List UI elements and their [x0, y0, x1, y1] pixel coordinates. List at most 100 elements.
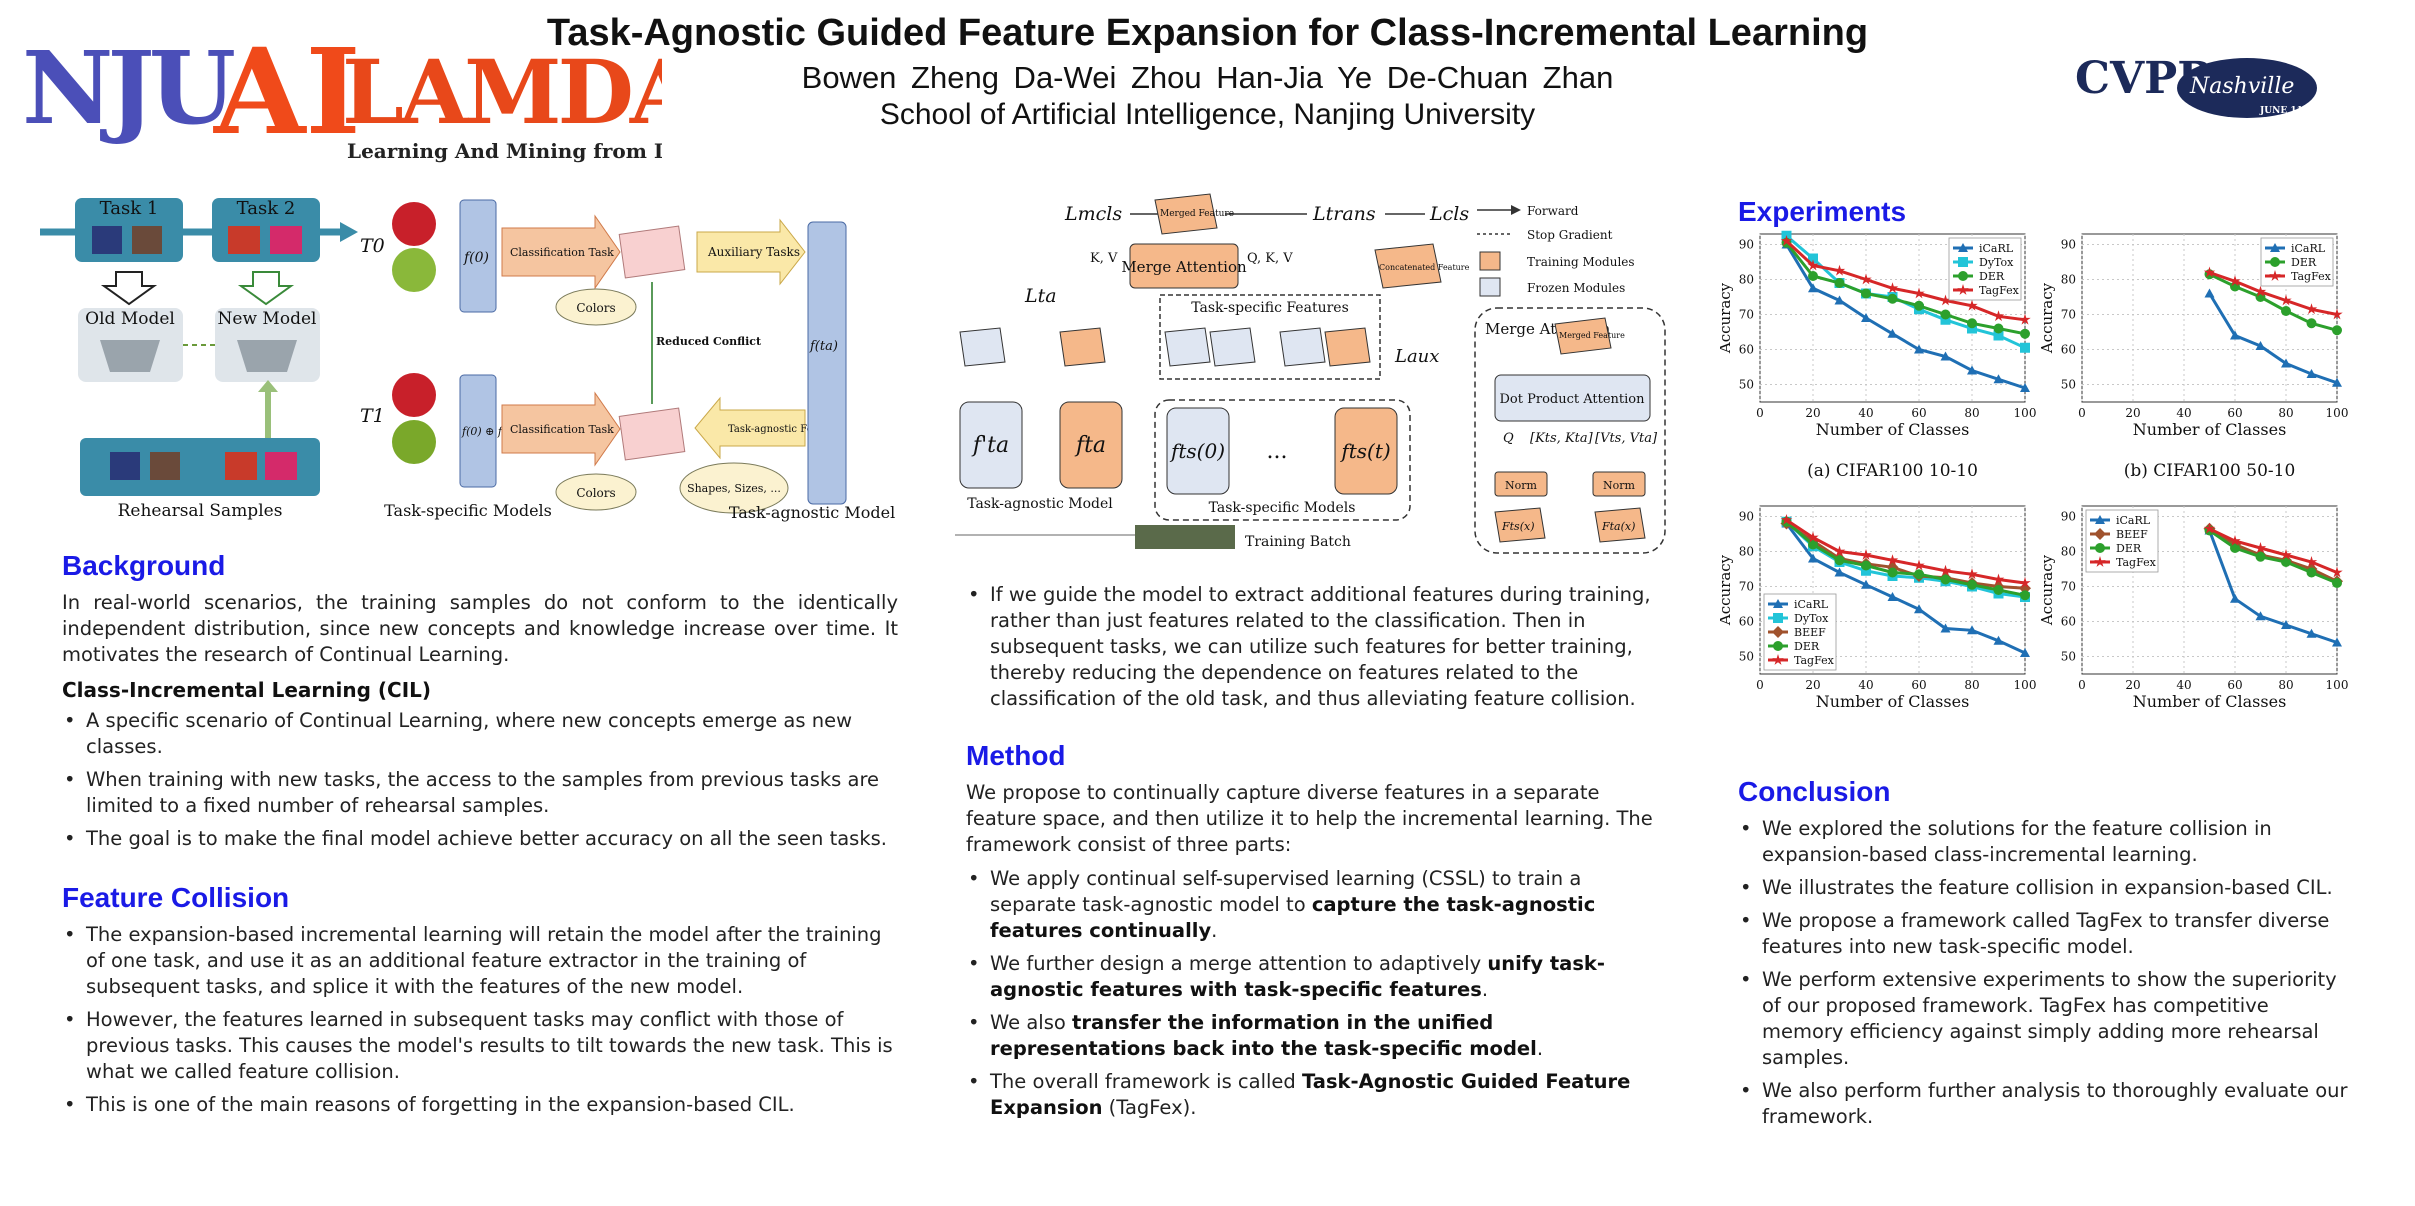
chart-y-axis-label: Accuracy — [2038, 554, 2056, 626]
chart-data-point — [2332, 578, 2342, 588]
chart-legend-marker — [1772, 626, 1784, 638]
chart-y-tick-label: 90 — [2061, 238, 2076, 252]
poster-affiliation: School of Artificial Intelligence, Nanji… — [879, 98, 1536, 131]
chart-y-tick-label: 50 — [1739, 378, 1754, 392]
chart-data-point — [1992, 573, 2005, 585]
chart-x-tick-label: 100 — [2014, 678, 2037, 692]
class-task-bottom: Classification Task — [510, 423, 614, 436]
chart-y-tick-label: 70 — [1739, 308, 1754, 322]
chart-legend-marker — [1958, 243, 1968, 252]
figure-tagfex-framework: Lmcls Ltrans Lcls Merged Feature Merge A… — [955, 193, 1666, 554]
chart-x-axis-label: Number of Classes — [1816, 692, 1970, 711]
chart-data-point — [1780, 514, 1793, 525]
list-item: However, the features learned in subsequ… — [62, 1007, 898, 1085]
merge-attention-box — [1129, 243, 1239, 289]
concat-feature-label: Concatenated Feature — [1379, 263, 1470, 272]
chart-legend-marker — [2095, 543, 2105, 553]
chart-y-axis-label: Accuracy — [1720, 282, 1734, 354]
chart-data-point — [1834, 278, 1845, 288]
chart-data-point — [1993, 585, 2004, 595]
chart-y-tick-label: 60 — [2061, 343, 2076, 357]
chart-title: (a) CIFAR100 10-10 — [1807, 461, 1978, 481]
chart-data-point — [2254, 285, 2267, 297]
chart-data-point — [2280, 549, 2292, 560]
chart-data-point — [2305, 303, 2318, 315]
norm-left-label: Norm — [1505, 479, 1538, 492]
task-specific-models-label: Task-specific Models — [384, 501, 552, 520]
chart-legend-label: TagFex — [1794, 654, 1835, 667]
chart-data-point — [1887, 328, 1898, 338]
chart-title: (b) CIFAR100 50-10 — [2124, 461, 2296, 481]
chart-data-point — [2255, 551, 2266, 562]
chart-data-point — [1834, 295, 1845, 305]
chart-x-tick-label: 100 — [2326, 678, 2349, 692]
f-tst-label: fts(t) — [1339, 439, 1390, 463]
chart-x-tick-label: 60 — [2227, 406, 2242, 420]
feature-collision-heading: Feature Collision — [62, 882, 290, 913]
list-item: When training with new tasks, the access… — [62, 767, 898, 819]
chart-series-line — [1785, 518, 2026, 585]
chart-data-point — [2019, 577, 2031, 588]
chart-data-point — [2020, 328, 2030, 339]
chart-legend-marker — [1773, 613, 1783, 623]
chart-data-point — [2255, 341, 2266, 350]
chart-y-tick-label: 80 — [2061, 273, 2076, 287]
list-item: The expansion-based incremental learning… — [62, 922, 898, 1000]
experiments-heading: Experiments — [1738, 196, 1907, 227]
task-agnostic-model-label: Task-agnostic Model — [729, 503, 895, 522]
chart-x-tick-label: 20 — [1805, 406, 1820, 420]
chart-data-point — [2203, 522, 2216, 534]
f-ta-box — [807, 221, 847, 505]
chart-legend-label: DER — [2116, 542, 2142, 555]
task-agnostic-features: Task-agnostic Features — [728, 424, 845, 435]
chart-y-tick-label: 90 — [1739, 510, 1754, 524]
chart-legend-label: DyTox — [1979, 256, 2014, 269]
chart-data-point — [1860, 549, 1872, 560]
chart-data-point — [1993, 635, 2004, 645]
chart-data-point — [1940, 351, 1951, 361]
chart-data-point — [1940, 314, 1951, 325]
chart-y-tick-label: 70 — [2061, 308, 2076, 322]
chart-x-tick-label: 0 — [1756, 678, 1764, 692]
cvpr-logo: CVPR Nashville JUNE 11-15, 2025 — [2075, 53, 2335, 118]
chart-legend-marker — [1773, 641, 1783, 651]
poster-authors: Bowen Zheng Da-Wei Zhou Han-Jia Ye De-Ch… — [801, 60, 1614, 95]
k-pair-label: [Kts, Kta] — [1530, 431, 1594, 446]
chart-data-point — [1913, 287, 1925, 299]
chart-data-point — [1913, 559, 1925, 571]
task2-label: Task 2 — [237, 198, 296, 219]
chart-legend-marker — [2094, 556, 2106, 567]
chart-legend-marker — [1957, 284, 1969, 295]
task1-label: Task 1 — [100, 198, 159, 219]
list-item: We explored the solutions for the featur… — [1738, 816, 2348, 868]
chart-data-point — [2332, 637, 2342, 647]
chart-data-point — [1808, 283, 1818, 293]
colors-top: Colors — [576, 301, 615, 315]
list-item: We propose a framework called TagFex to … — [1738, 908, 2348, 960]
chart-series-line — [1785, 522, 2026, 655]
merge-detail-box — [1474, 307, 1666, 554]
qkv-label: Q, K, V — [1247, 251, 1293, 266]
conclusion-column: Conclusion We explored the solutions for… — [1738, 776, 2348, 1137]
logo-ai: AI — [213, 28, 361, 161]
list-item: We also perform further analysis to thor… — [1738, 1078, 2348, 1130]
chart-series-line — [2208, 527, 2338, 574]
chart-data-point — [1887, 567, 1898, 578]
chart-x-tick-label: 80 — [2278, 406, 2293, 420]
chart-legend-label: iCaRL — [1979, 242, 2014, 255]
merged-feature-top-label: Merged Feature — [1160, 209, 1234, 219]
logo-cvpr-date: JUNE 11-15, 2025 — [2259, 106, 2335, 116]
f-ta-box-2 — [1059, 401, 1123, 489]
norm-right-label: Norm — [1603, 479, 1636, 492]
chart-data-point — [2306, 369, 2317, 378]
list-item: We also transfer the information in the … — [966, 1010, 1670, 1062]
chart-data-point — [1940, 309, 1951, 320]
v-pair-label: [Vts, Vta] — [1595, 431, 1658, 446]
chart-data-point — [2229, 535, 2241, 546]
chart-data-point — [1886, 554, 1899, 566]
chart-y-tick-label: 80 — [2061, 545, 2076, 559]
background-text: In real-world scenarios, the training sa… — [62, 591, 898, 666]
chart-x-axis-label: Number of Classes — [1816, 420, 1970, 439]
chart-series-line — [2208, 529, 2338, 644]
